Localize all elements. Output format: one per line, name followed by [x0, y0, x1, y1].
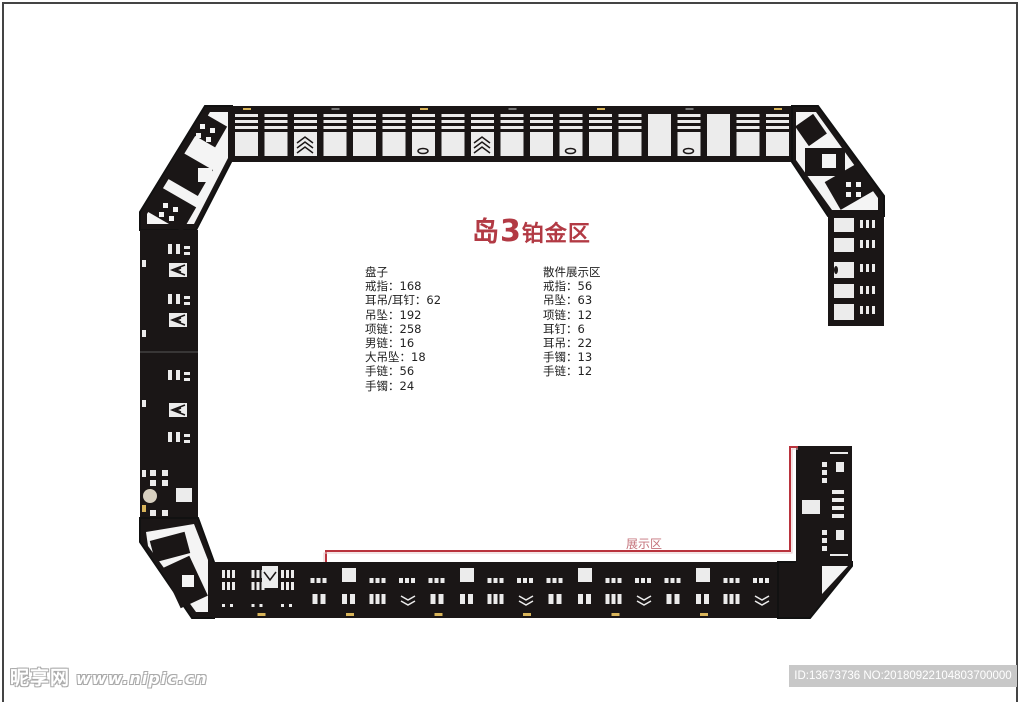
tray-item: 手镯：24 — [365, 378, 415, 393]
tray-item: 大吊坠：18 — [365, 350, 426, 365]
watermark-site-url: www.nipic.cn — [76, 669, 208, 688]
loose-item: 项链：12 — [543, 307, 593, 322]
counter-bottom-row — [212, 562, 804, 618]
area-title: 岛3铂金区 — [472, 210, 591, 249]
tray-header: 盘子 — [365, 265, 388, 279]
title-number: 3 — [500, 214, 522, 249]
tray-item: 吊坠：192 — [365, 307, 422, 322]
tray-count-list: 盘子 戒指：168 耳吊/耳钉：62 吊坠：192 项链：258 男链：16 大… — [365, 265, 441, 393]
loose-item: 手镯：13 — [543, 350, 593, 365]
title-prefix: 岛 — [472, 217, 500, 248]
title-suffix: 铂金区 — [521, 222, 591, 247]
tray-item: 男链：16 — [365, 336, 415, 351]
loose-item: 戒指：56 — [543, 279, 593, 294]
tray-item: 项链：258 — [365, 321, 422, 336]
loose-item: 吊坠：63 — [543, 293, 593, 308]
loose-display-header: 散件展示区 — [543, 265, 601, 279]
display-zone-label: 展示区 — [626, 537, 663, 551]
tray-item: 戒指：168 — [365, 279, 422, 294]
loose-item: 手链：12 — [543, 364, 593, 379]
watermark-site-name: 昵享网 — [10, 667, 71, 689]
loose-item: 耳吊：22 — [543, 336, 593, 351]
tray-item: 手链：56 — [365, 364, 415, 379]
loose-item: 耳钉：6 — [543, 321, 585, 336]
watermark-site: 昵享网 www.nipic.cn — [10, 663, 208, 690]
display-zone-outline — [325, 446, 798, 562]
loose-display-count-list: 散件展示区 戒指：56 吊坠：63 项链：12 耳钉：6 耳吊：22 手镯：13… — [543, 265, 601, 379]
watermark-id-badge: ID:13673736 NO:20180922104803700000 — [789, 665, 1017, 687]
tray-item: 耳吊/耳钉：62 — [365, 293, 442, 308]
